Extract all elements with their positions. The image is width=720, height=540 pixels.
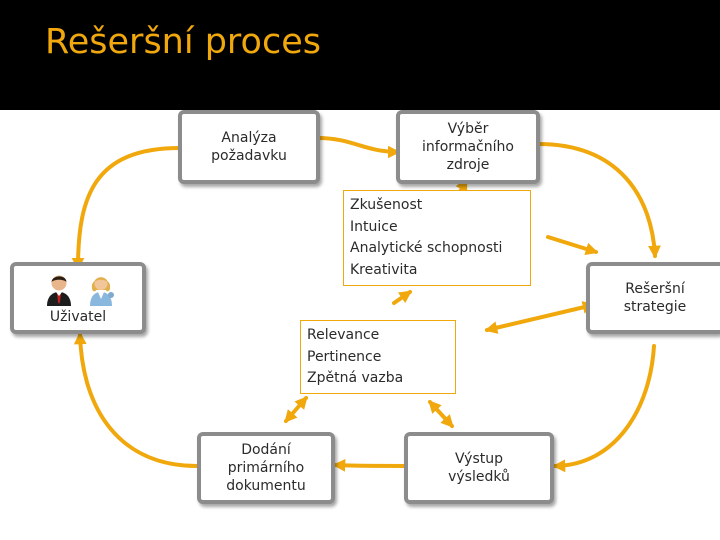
- node-vystup-line-1: Výstup: [454, 450, 504, 467]
- node-analyza: Analýza požadavku: [178, 110, 320, 184]
- node-dodani-line-1: Dodání: [241, 441, 291, 458]
- note-evaluation-line-3: Zpětná vazba: [307, 370, 404, 387]
- node-vyber-line-3: zdroje: [446, 157, 490, 174]
- node-strategie-line-1: Rešeršní: [625, 280, 685, 297]
- node-analyza-line-2: požadavku: [211, 148, 287, 164]
- node-vystup-line-2: výsledků: [448, 469, 510, 485]
- node-strategie-line-2: strategie: [623, 299, 687, 315]
- node-uzivatel: Uživatel: [10, 262, 146, 334]
- node-dodani: Dodání primárního dokumentu: [197, 432, 335, 504]
- arrow-evaluation-vystup: [428, 400, 454, 428]
- note-evaluation-line-2: Pertinence: [307, 348, 382, 365]
- arrow-analyza-to-vyber: [316, 136, 401, 159]
- note-skills-line-3: Analytické schopnosti: [350, 240, 503, 257]
- title-bar: Rešeršní proces: [0, 0, 720, 110]
- arrow-dodani-to-uzivatel: [73, 331, 199, 468]
- woman-user-icon: [86, 272, 116, 310]
- arrow-vyber-to-strategie: [536, 142, 661, 259]
- node-vyber-line-1: Výběr: [447, 120, 489, 137]
- arrow-evaluation-strategie: [484, 301, 596, 334]
- note-skills: Zkušenost Intuice Analytické schopnosti …: [343, 190, 531, 286]
- node-strategie: Rešeršní strategie: [586, 262, 720, 334]
- note-evaluation: Relevance Pertinence Zpětná vazba: [300, 320, 456, 394]
- node-dodani-line-3: dokumentu: [226, 478, 306, 495]
- node-dodani-line-2: primárního: [227, 459, 305, 476]
- node-vyber: Výběr informačního zdroje: [396, 110, 540, 184]
- arrow-strategie-to-vystup: [552, 344, 656, 473]
- arrow-vystup-to-dodani: [332, 459, 406, 472]
- arrow-evaluation-dodani: [284, 396, 308, 423]
- page-title: Rešeršní proces: [45, 22, 321, 62]
- node-analyza-line-1: Analýza: [221, 129, 277, 146]
- node-vystup: Výstup výsledků: [404, 432, 554, 504]
- note-skills-line-1: Zkušenost: [350, 197, 423, 213]
- node-vyber-line-2: informačního: [422, 138, 514, 155]
- node-uzivatel-label: Uživatel: [49, 308, 107, 325]
- note-evaluation-line-1: Relevance: [307, 327, 380, 343]
- arrow-skills-to-strategie: [546, 235, 599, 256]
- arrow-evaluation-to-skills: [392, 290, 413, 305]
- arrow-analyza-to-uzivatel: [71, 146, 182, 271]
- note-skills-line-2: Intuice: [350, 218, 398, 235]
- businessman-icon: [44, 272, 74, 310]
- note-skills-line-4: Kreativita: [350, 262, 418, 279]
